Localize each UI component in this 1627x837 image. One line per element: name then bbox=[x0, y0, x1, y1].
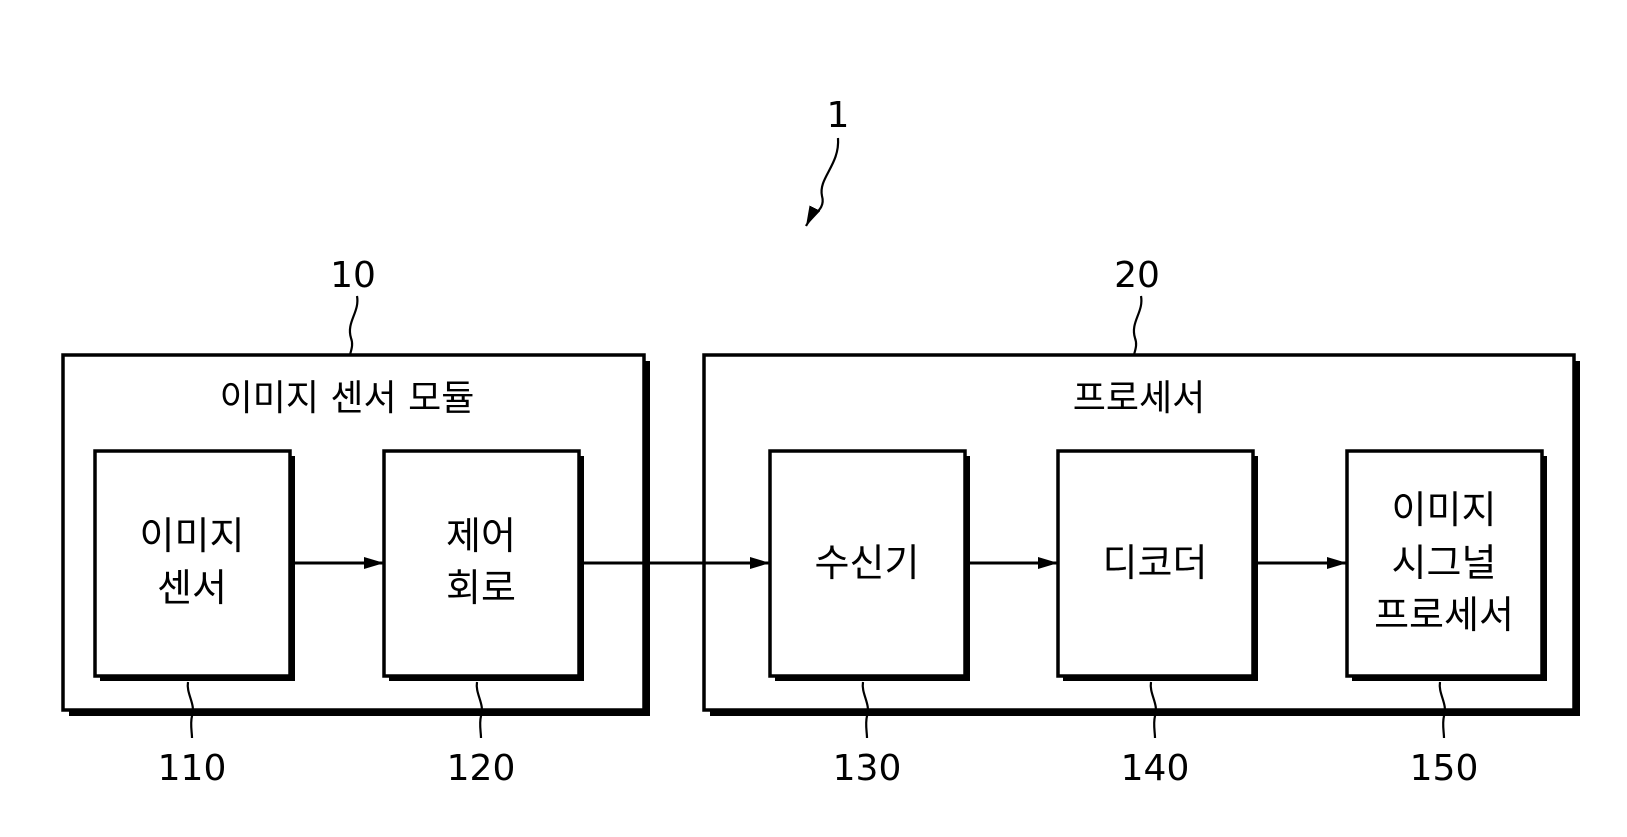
image-signal-processor-ref-label: 150 bbox=[1410, 748, 1479, 789]
module-title: 이미지 센서 모듈 bbox=[220, 378, 475, 419]
decoder-ref-label: 140 bbox=[1121, 748, 1190, 789]
decoder-block: 디코더 bbox=[1058, 451, 1258, 681]
image-sensor-label-line-1: 이미지 bbox=[140, 514, 245, 558]
control-circuit-box bbox=[384, 451, 579, 676]
image-signal-processor-block: 이미지 시그널 프로세서 bbox=[1347, 451, 1547, 681]
decoder-label: 디코더 bbox=[1103, 541, 1208, 585]
control-circuit-block: 제어 회로 bbox=[384, 451, 584, 681]
receiver-label: 수신기 bbox=[815, 541, 920, 585]
system-ref-label: 1 bbox=[827, 95, 850, 136]
control-circuit-ref-label: 120 bbox=[447, 748, 516, 789]
image-sensor-label-line-2: 센서 bbox=[157, 566, 227, 610]
receiver-block: 수신기 bbox=[770, 451, 970, 681]
system-ref-leader bbox=[806, 138, 838, 226]
receiver-ref-label: 130 bbox=[833, 748, 902, 789]
image-sensor-block: 이미지 센서 bbox=[95, 451, 295, 681]
control-circuit-label-line-1: 제어 bbox=[446, 514, 516, 558]
module-ref-leader bbox=[350, 296, 358, 356]
image-sensor-box bbox=[95, 451, 290, 676]
image-sensor-ref-label: 110 bbox=[158, 748, 227, 789]
module-ref-label: 10 bbox=[330, 255, 376, 296]
processor-ref-leader bbox=[1134, 296, 1142, 356]
control-circuit-label-line-2: 회로 bbox=[446, 566, 516, 610]
image-signal-processor-label-line-1: 이미지 bbox=[1392, 488, 1497, 532]
image-signal-processor-label-line-2: 시그널 bbox=[1392, 541, 1497, 585]
processor-title: 프로세서 bbox=[1073, 378, 1205, 419]
processor-ref-label: 20 bbox=[1114, 255, 1160, 296]
image-signal-processor-label-line-3: 프로세서 bbox=[1374, 593, 1514, 637]
